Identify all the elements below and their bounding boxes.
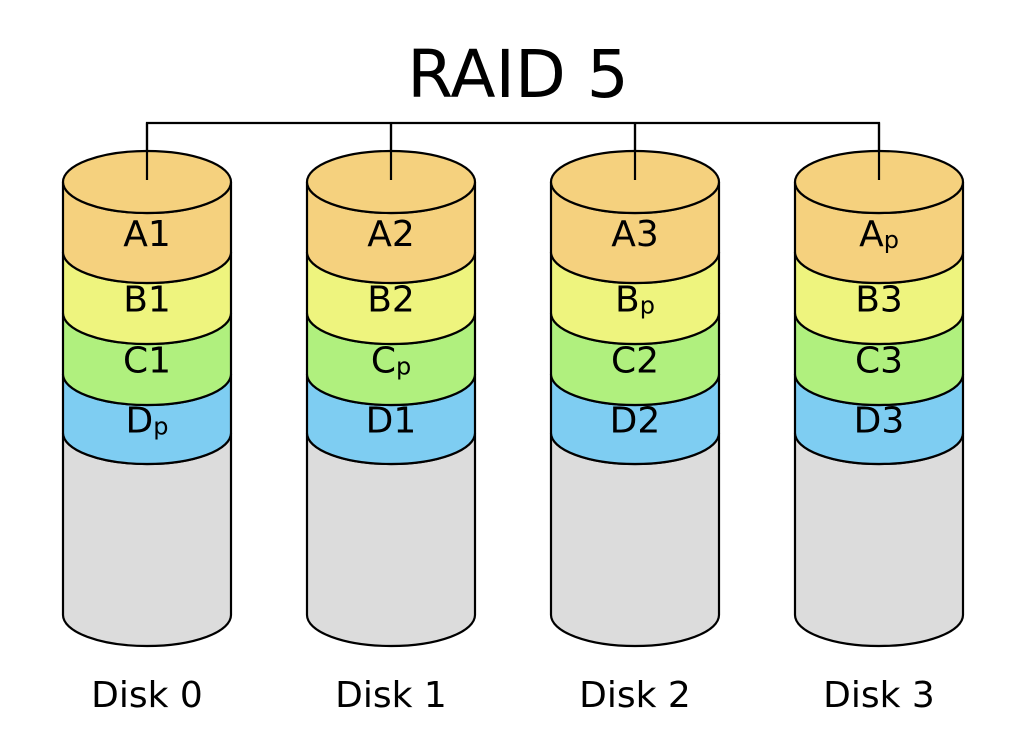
block-label: D1 [366, 401, 417, 442]
block-label: B2 [367, 280, 415, 321]
block-label: A1 [123, 214, 171, 255]
connector-lines [145, 121, 881, 180]
diagram-title: RAID 5 [407, 36, 629, 113]
disk-label: Disk 3 [823, 675, 935, 716]
bus-line [145, 121, 881, 180]
block-label: Ap [859, 214, 899, 255]
block-label: Cp [371, 341, 411, 382]
block-label: A2 [367, 214, 415, 255]
block-label: B1 [123, 280, 171, 321]
block-label: Dp [126, 401, 169, 442]
disk-label: Disk 1 [335, 675, 447, 716]
block-label: A3 [611, 214, 659, 255]
block-label: C1 [123, 341, 171, 382]
block-label: D3 [854, 401, 905, 442]
block-label: C3 [855, 341, 903, 382]
block-label: D2 [610, 401, 661, 442]
block-label: C2 [611, 341, 659, 382]
block-label: B3 [855, 280, 903, 321]
block-label: Bp [615, 280, 655, 321]
disk-label: Disk 2 [579, 675, 691, 716]
disk-label: Disk 0 [91, 675, 203, 716]
